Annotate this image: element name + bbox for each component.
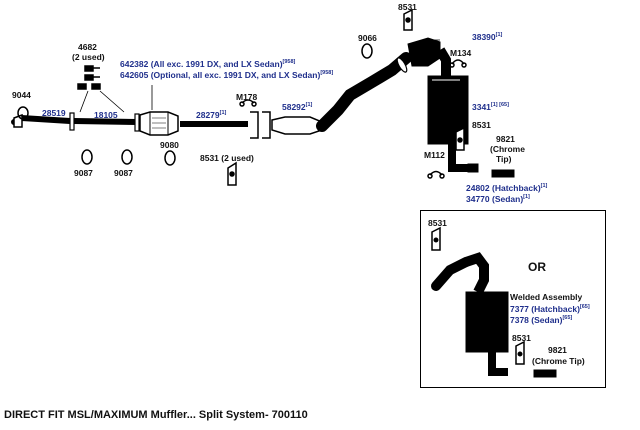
part-9087-b: 9087 (114, 168, 133, 178)
part-8531-top: 8531 (398, 2, 417, 12)
inset-part-7377: 7377 (Hatchback)[65] (510, 304, 590, 314)
inset-part-8531-a: 8531 (428, 218, 447, 228)
part-642382: 642382 (All exc. 1991 DX, and LX Sedan)[… (120, 59, 296, 69)
part-9044: 9044 (12, 90, 31, 100)
inset-or-label: OR (528, 260, 546, 274)
part-18105: 18105 (94, 110, 118, 120)
inset-part-9821-note: (Chrome Tip) (532, 356, 585, 366)
part-M178: M178 (236, 92, 258, 102)
part-28279: 28279[1] (196, 110, 227, 120)
inset-part-8531-b: 8531 (512, 333, 531, 343)
part-4682-note: (2 used) (72, 52, 105, 62)
part-9821-note: (Chrome (490, 144, 525, 154)
part-9821-note2: Tip) (496, 154, 512, 164)
part-4682: 4682 (78, 42, 97, 52)
alternate-assembly-box (420, 210, 606, 388)
part-9080: 9080 (160, 140, 179, 150)
part-M134: M134 (450, 48, 472, 58)
part-9087-a: 9087 (74, 168, 93, 178)
part-642605: 642605 (Optional, all exc. 1991 DX, and … (120, 70, 334, 80)
part-M112: M112 (424, 150, 445, 160)
inset-welded-assembly: Welded Assembly (510, 292, 583, 302)
part-34770: 34770 (Sedan)[1] (466, 194, 530, 204)
inset-part-9821: 9821 (548, 345, 567, 355)
part-9066: 9066 (358, 33, 377, 43)
part-24802: 24802 (Hatchback)[1] (466, 183, 548, 193)
part-9821: 9821 (496, 134, 515, 144)
part-8531-mid: 8531 (472, 120, 491, 130)
part-28519: 28519 (42, 108, 66, 118)
diagram-caption: DIRECT FIT MSL/MAXIMUM Muffler... Split … (4, 409, 308, 421)
inset-part-7378: 7378 (Sedan)[65] (510, 315, 573, 325)
part-58292: 58292[1] (282, 102, 313, 112)
part-3341: 3341[1] [65] (472, 102, 509, 112)
part-38390: 38390[1] (472, 32, 503, 42)
part-8531-2used: 8531 (2 used) (200, 153, 254, 163)
